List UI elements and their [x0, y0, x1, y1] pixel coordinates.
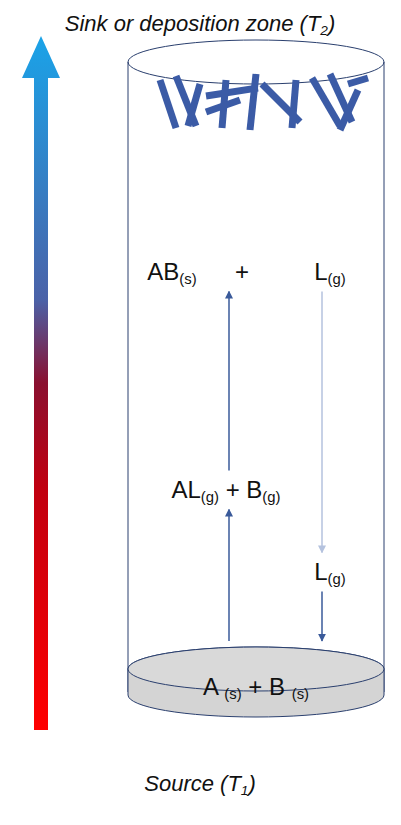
reaction-arrow	[228, 509, 230, 641]
crystal-needle	[206, 100, 240, 112]
tube	[128, 40, 384, 692]
zone-caption: Source (T1)	[144, 771, 256, 797]
gas-species-label: AL(g) + B(g)	[171, 476, 280, 505]
disk-body	[128, 647, 384, 717]
species-label: L(g)	[314, 558, 346, 587]
crystals	[160, 74, 368, 130]
species-label: AB(s)	[147, 258, 196, 287]
crystal-needle	[250, 74, 256, 130]
formula-text: AB(s)	[147, 258, 196, 287]
formula-text: L(g)	[314, 258, 346, 287]
crystal-needle	[188, 84, 200, 126]
formula-text: L(g)	[314, 558, 346, 587]
crystal-needle	[292, 80, 296, 128]
species-label: L(g)	[314, 258, 346, 287]
plus-sign: +	[235, 258, 249, 287]
crystal-needle	[206, 88, 258, 96]
formula-text: A (s) + B (s)	[203, 673, 309, 702]
temperature-arrow	[22, 36, 60, 730]
reaction-arrow	[321, 591, 323, 641]
reaction-arrow	[321, 291, 323, 552]
crystal-needle	[160, 80, 176, 128]
formula-text: AL(g) + B(g)	[171, 476, 280, 505]
crystal-needle	[348, 78, 368, 84]
zone-title: Sink or deposition zone (T2)	[65, 11, 335, 37]
reaction-arrow	[228, 291, 230, 470]
crystal-needle	[340, 90, 358, 130]
source-disk: A (s) + B (s)	[127, 646, 385, 718]
